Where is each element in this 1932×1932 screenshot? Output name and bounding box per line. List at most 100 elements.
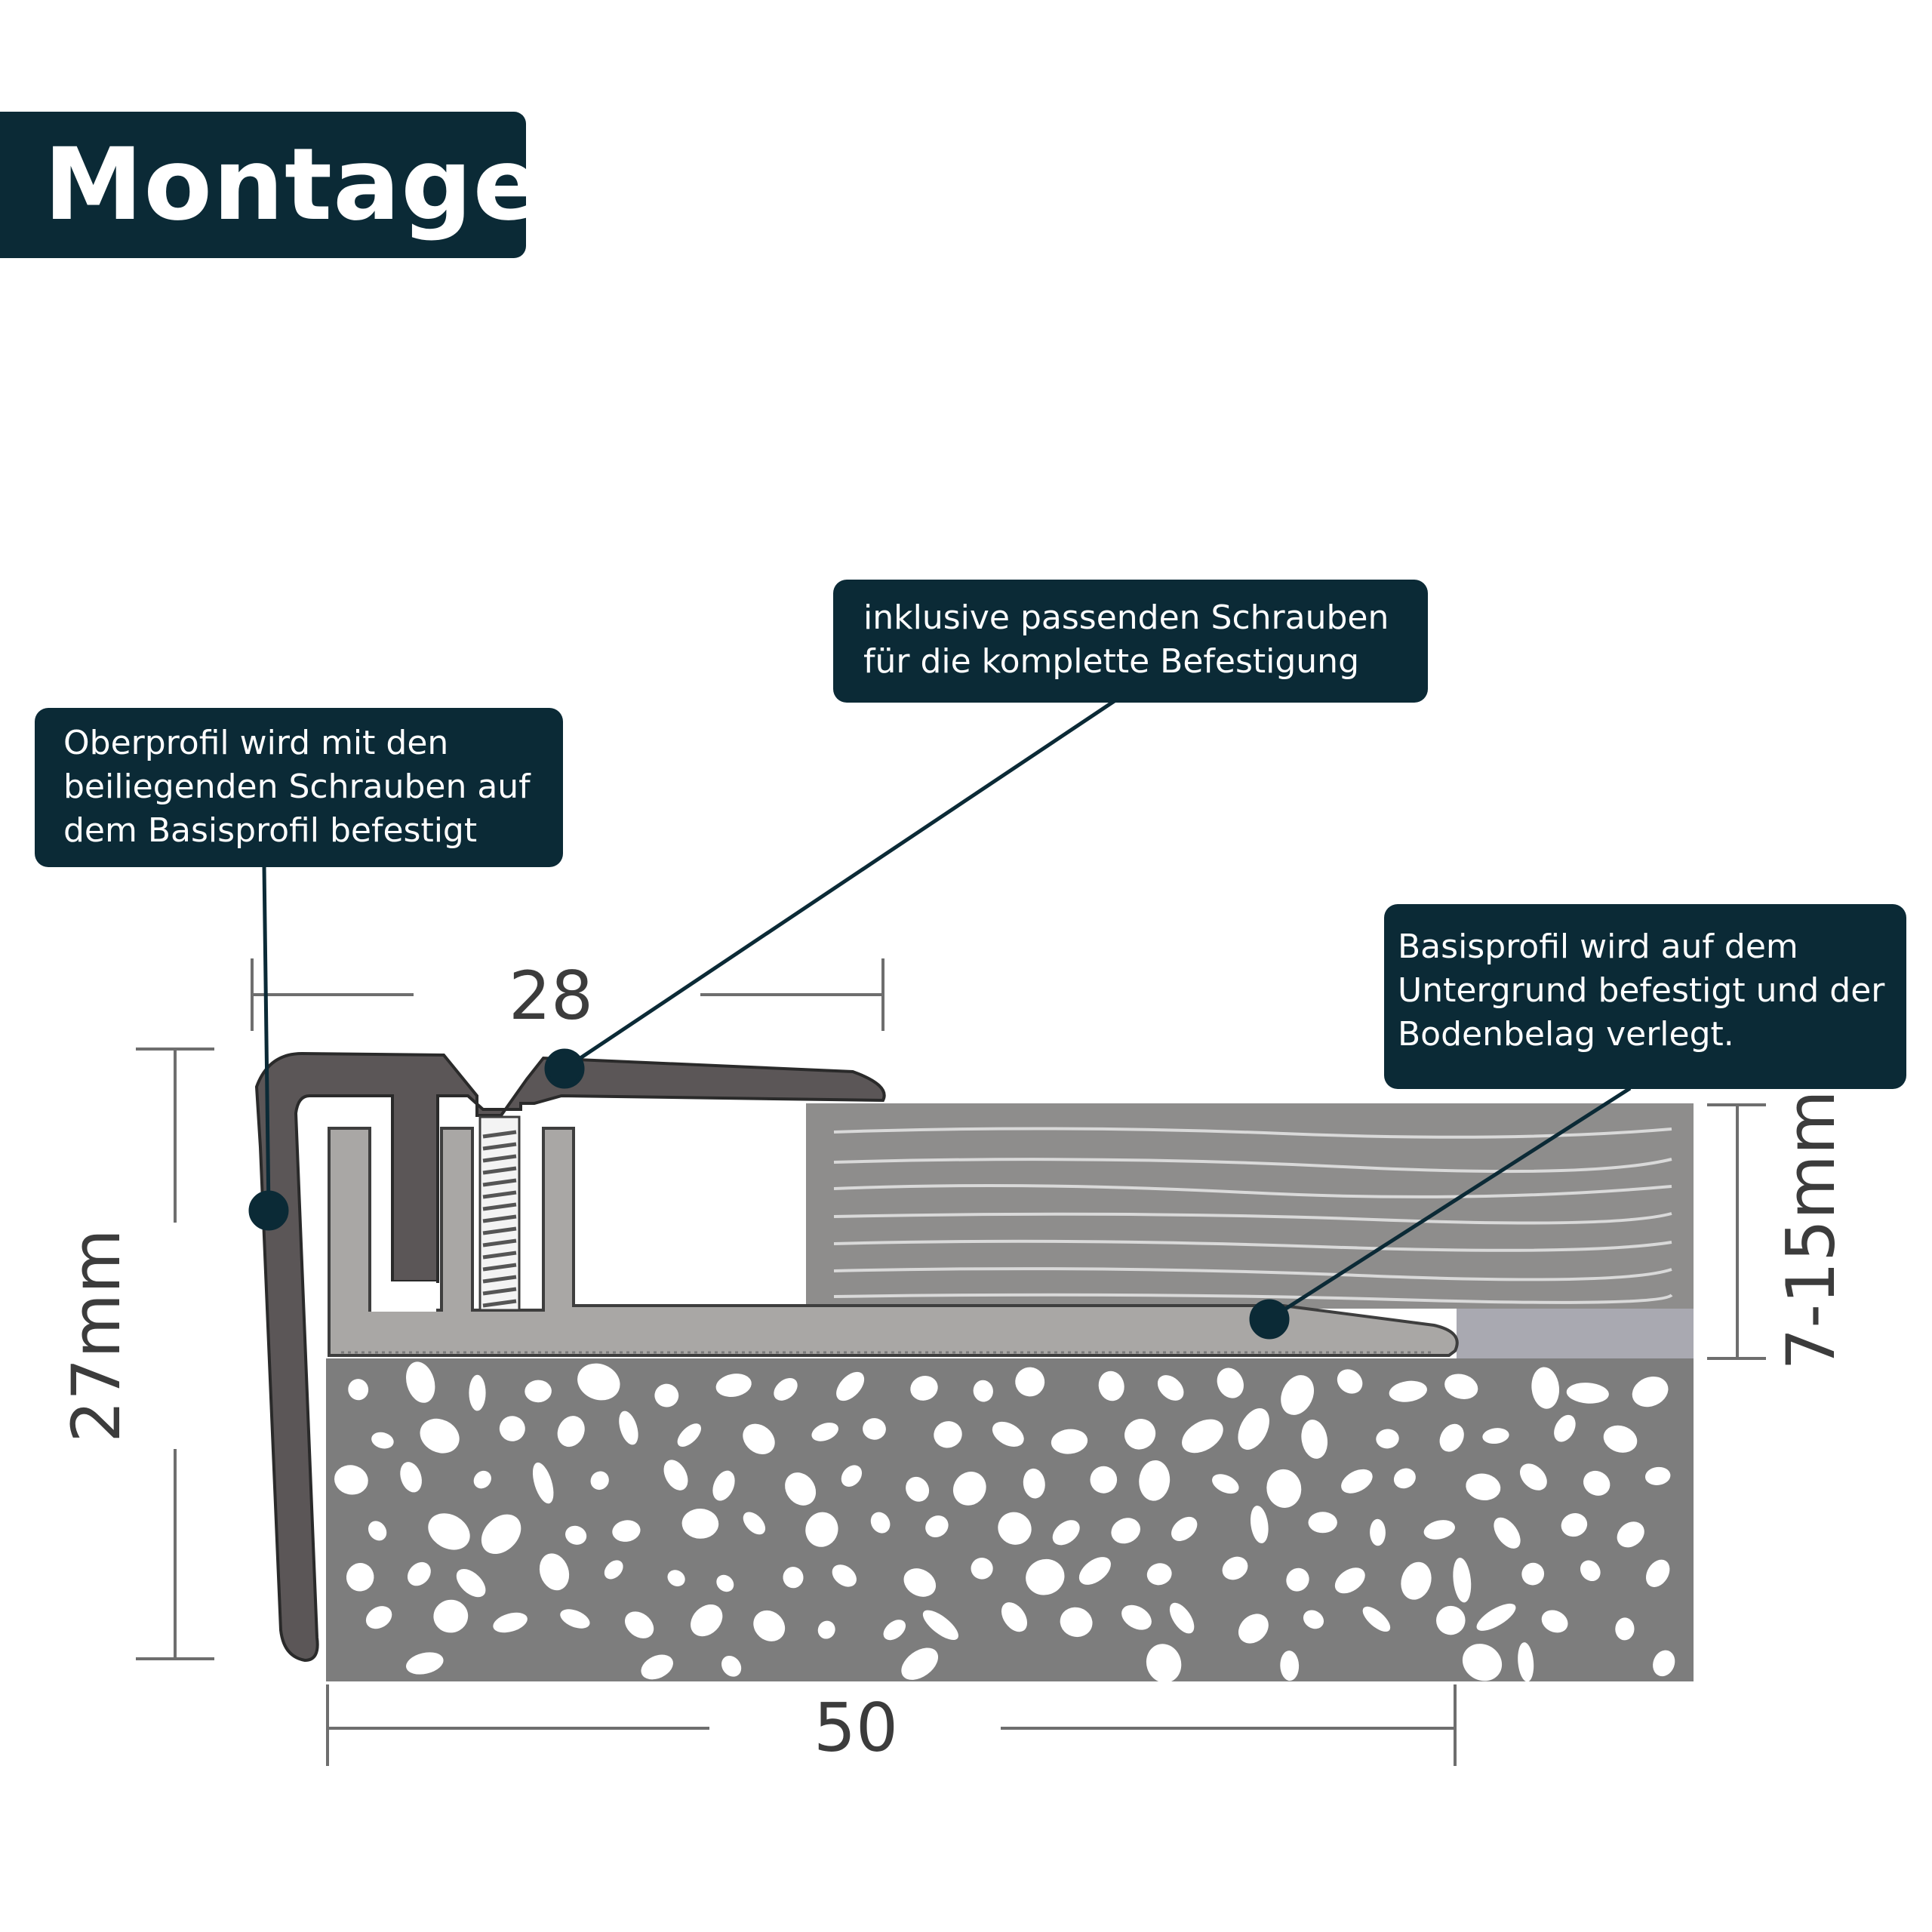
concrete-stone xyxy=(1580,1560,1601,1582)
concrete-stone xyxy=(971,1557,993,1580)
callout-line: Bodenbelag verlegt. xyxy=(1398,1015,1734,1054)
concrete-stone xyxy=(1401,1561,1432,1600)
concrete-stone xyxy=(716,1574,734,1592)
concrete-stone xyxy=(667,1570,685,1586)
concrete-stone xyxy=(663,1460,688,1491)
concrete-stone xyxy=(368,1521,387,1541)
concrete-stone xyxy=(1644,1466,1671,1485)
concrete-stone xyxy=(1653,1650,1675,1677)
callout-line: für die komplette Befestigung xyxy=(863,642,1359,681)
concrete-stone xyxy=(1423,1520,1455,1540)
concrete-stone xyxy=(1518,1642,1534,1682)
dimension-floor-thickness: 7-15mm xyxy=(1772,1090,1850,1370)
concrete-stone xyxy=(743,1512,766,1535)
concrete-stone xyxy=(870,1512,891,1534)
concrete-stone xyxy=(1554,1414,1576,1442)
concrete-stone xyxy=(922,1610,958,1641)
callout-line: inklusive passenden Schrauben xyxy=(863,598,1389,637)
concrete-stone xyxy=(1111,1518,1140,1544)
concrete-stone xyxy=(1182,1419,1223,1454)
concrete-stone xyxy=(1146,1644,1182,1683)
concrete-stone xyxy=(677,1423,701,1447)
concrete-stone xyxy=(1238,1614,1269,1644)
callout-line: beiliegenden Schrauben auf xyxy=(63,768,531,806)
concrete-stone xyxy=(1444,1374,1478,1399)
concrete-stone xyxy=(863,1418,886,1440)
concrete-stone xyxy=(934,1421,962,1448)
callout-line: Untergrund befestigt und der xyxy=(1398,971,1885,1010)
concrete-stone xyxy=(365,1606,392,1629)
screw-thread-line xyxy=(482,1214,517,1223)
concrete-stone xyxy=(1001,1602,1028,1632)
concrete-stone xyxy=(1139,1460,1171,1501)
screw-thread-line xyxy=(482,1142,517,1151)
concrete-stone xyxy=(1169,1602,1195,1634)
concrete-stone xyxy=(1583,1470,1611,1496)
concrete-stone xyxy=(565,1525,587,1545)
callout-screws: inklusive passenden Schrauben für die ko… xyxy=(833,580,1428,703)
concrete-stone xyxy=(641,1654,673,1680)
concrete-stone xyxy=(743,1423,775,1454)
concrete-stone xyxy=(481,1514,521,1555)
concrete-stone xyxy=(1026,1558,1065,1595)
screw-thread-line xyxy=(482,1190,517,1199)
concrete-stone xyxy=(817,1620,835,1639)
concrete-stone xyxy=(1171,1516,1198,1541)
concrete-stone xyxy=(1376,1429,1399,1449)
concrete-stone xyxy=(1476,1603,1516,1631)
base-profile xyxy=(328,1127,1459,1357)
concrete-stone xyxy=(654,1383,679,1407)
concrete-stone xyxy=(712,1470,735,1501)
concrete-stone xyxy=(952,1472,986,1506)
screw-thread-line xyxy=(482,1154,517,1163)
concrete-stone xyxy=(1453,1558,1472,1603)
concrete-stone xyxy=(1393,1468,1416,1489)
concrete-stone xyxy=(998,1512,1032,1545)
concrete-stone xyxy=(557,1416,585,1447)
concrete-stone xyxy=(1341,1469,1373,1494)
concrete-stone xyxy=(1308,1512,1337,1534)
upper-profile xyxy=(254,1051,886,1663)
concrete-stone xyxy=(1023,1468,1045,1499)
screw-thread-line xyxy=(482,1287,517,1296)
concrete-stone xyxy=(1494,1517,1521,1549)
concrete-stone xyxy=(992,1421,1024,1447)
concrete-stone xyxy=(1370,1518,1386,1546)
concrete-stone xyxy=(1052,1520,1080,1546)
concrete-stone xyxy=(901,1647,939,1680)
concrete-stone xyxy=(1337,1369,1363,1394)
callout-base-profile: Basisprofil wird auf dem Untergrund befe… xyxy=(1384,904,1906,1089)
concrete-stone xyxy=(560,1609,590,1629)
leader-dot-upper-profile xyxy=(248,1190,289,1231)
concrete-stone xyxy=(428,1513,470,1550)
concrete-stone xyxy=(420,1418,460,1454)
dimension-lines xyxy=(136,958,1766,1766)
concrete-stone xyxy=(1280,1651,1300,1681)
concrete-stone xyxy=(681,1508,719,1539)
screw-thread-line xyxy=(482,1202,517,1211)
concrete-stone xyxy=(841,1465,863,1487)
dimension-top-width: 28 xyxy=(509,957,593,1035)
concrete-stone xyxy=(407,1561,431,1586)
concrete-stone xyxy=(1124,1419,1156,1450)
concrete-stone xyxy=(406,1361,435,1403)
concrete-stone xyxy=(525,1380,552,1403)
concrete-stone xyxy=(532,1462,554,1504)
concrete-stone xyxy=(1521,1562,1545,1586)
concrete-stone xyxy=(1389,1380,1427,1402)
concrete-stone xyxy=(1632,1376,1669,1407)
concrete-stone xyxy=(1436,1605,1466,1635)
concrete-stone xyxy=(1157,1375,1184,1401)
concrete-stone xyxy=(1561,1513,1588,1537)
concrete-stone xyxy=(774,1377,798,1401)
concrete-stone xyxy=(1051,1429,1088,1454)
concrete-stone xyxy=(1060,1607,1093,1638)
callout-line: dem Basisprofil befestigt xyxy=(63,811,478,850)
concrete-stone xyxy=(910,1375,938,1401)
concrete-stone xyxy=(1462,1644,1503,1681)
screw-thread-line xyxy=(482,1299,517,1308)
concrete-stone xyxy=(1520,1463,1547,1491)
title-banner: Montage: xyxy=(0,112,581,258)
concrete-stone xyxy=(1531,1367,1560,1409)
